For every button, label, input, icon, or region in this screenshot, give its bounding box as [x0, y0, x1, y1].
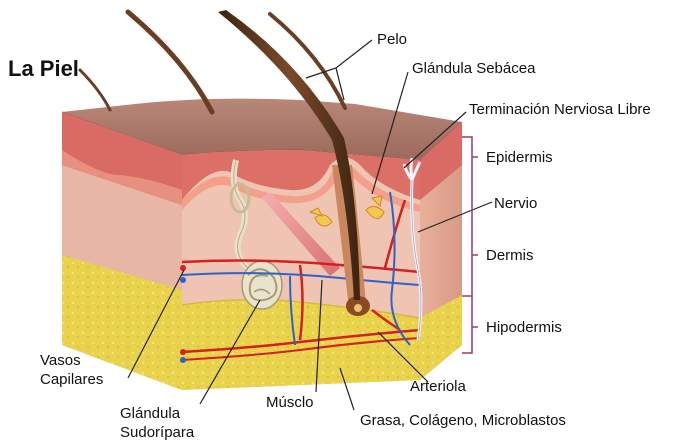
label-musculo: Músclo: [266, 394, 314, 411]
label-grasa: Grasa, Colágeno, Microblastos: [360, 412, 566, 429]
label-nervio: Nervio: [494, 195, 537, 212]
label-glandula: Glándula: [120, 405, 180, 422]
label-epidermis: Epidermis: [486, 149, 553, 166]
label-terminacion-nerviosa: Terminación Nerviosa Libre: [469, 101, 651, 118]
label-vasos: Vasos: [40, 352, 81, 369]
layer-bracket: [462, 137, 478, 353]
diagram-title: La Piel: [8, 56, 79, 82]
label-dermis: Dermis: [486, 247, 534, 264]
label-pelo: Pelo: [377, 31, 407, 48]
label-hipodermis: Hipodermis: [486, 319, 562, 336]
label-capilares: Capilares: [40, 371, 103, 388]
label-glandula-sebacea: Glándula Sebácea: [412, 60, 535, 77]
label-sudoripara: Sudorípara: [120, 424, 194, 441]
label-arteriola: Arteriola: [410, 378, 466, 395]
